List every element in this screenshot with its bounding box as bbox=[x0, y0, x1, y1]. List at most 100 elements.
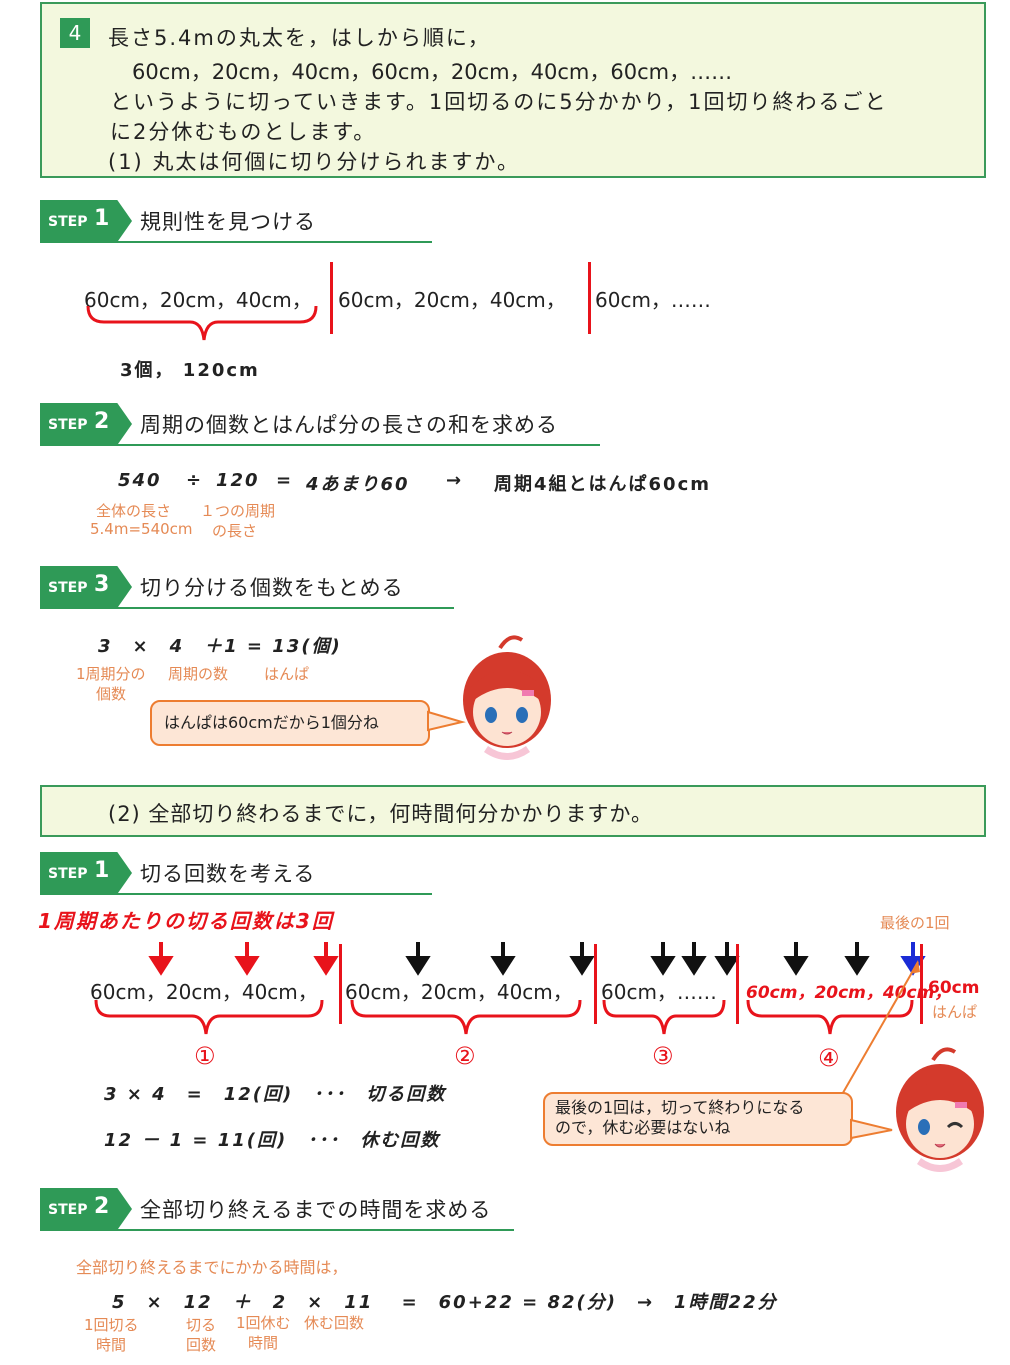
cut-arrow-black bbox=[490, 956, 516, 976]
cut-arrow-red-head bbox=[234, 956, 260, 976]
step-1-header-part2: STEP 1 切る回数を考える bbox=[40, 852, 432, 895]
calc2-operator: ÷ bbox=[186, 470, 204, 491]
cut-arrow-black bbox=[681, 956, 707, 976]
step-number: 1 bbox=[94, 858, 110, 883]
step-number: 2 bbox=[94, 409, 110, 434]
calc2-result: 4あまり60 bbox=[306, 474, 410, 495]
calc2-equals: = bbox=[276, 470, 294, 491]
callout-pointer-line bbox=[839, 961, 919, 1099]
question-2: (2) 全部切り終わるまでに，何時間何分かかりますか。 bbox=[108, 802, 653, 826]
period-divider bbox=[920, 944, 923, 1024]
step-3-header: STEP 3 切り分ける個数をもとめる bbox=[40, 566, 454, 609]
note-rest-time: 1回休む bbox=[236, 1314, 291, 1332]
step-word: STEP bbox=[48, 1202, 88, 1218]
note3-per-period: 1周期分の bbox=[76, 665, 146, 683]
note3-count: 個数 bbox=[96, 685, 127, 703]
sequence2-remainder: 60cm bbox=[928, 978, 980, 998]
step-title: 周期の個数とはんぱ分の長さの和を求める bbox=[140, 413, 558, 437]
calc3: 3 × 4 ＋1 = 13(個) bbox=[98, 636, 342, 657]
step-title: 全部切り終えるまでの時間を求める bbox=[140, 1198, 492, 1222]
brace-1 bbox=[94, 999, 324, 1035]
sequence-group-3: 60cm，…… bbox=[595, 288, 711, 312]
note-period: １つの周期 bbox=[200, 502, 276, 520]
problem-number-badge: 4 bbox=[60, 18, 90, 48]
period-divider bbox=[339, 944, 342, 1024]
total-time-lead: 全部切り終えるまでにかかる時間は， bbox=[76, 1258, 348, 1277]
sequence2-group-4: 60cm，20cm，40cm， bbox=[746, 983, 952, 1003]
remainder-label: はんぱ bbox=[932, 1003, 978, 1021]
note-cut-time: 1回切る bbox=[84, 1316, 139, 1334]
cut-arrow-black bbox=[783, 956, 809, 976]
note-total-length: 全体の長さ bbox=[96, 502, 172, 520]
problem-line-1: 長さ5.4mの丸太を，はしから順に， bbox=[108, 26, 491, 50]
cuts-per-period-heading: 1周期あたりの切る回数は3回 bbox=[38, 909, 334, 933]
cut-arrow-red-head bbox=[148, 956, 174, 976]
sequence-group-1: 60cm，20cm，40cm， bbox=[84, 288, 312, 312]
step-underline bbox=[40, 241, 432, 243]
step-2-header-part2: STEP 2 全部切り終えるまでの時間を求める bbox=[40, 1188, 514, 1231]
period-divider bbox=[594, 944, 597, 1024]
step-1-header: STEP 1 規則性を見つける bbox=[40, 200, 432, 243]
note3-periods: 周期の数 bbox=[168, 665, 229, 683]
sequence2-group-1: 60cm，20cm，40cm， bbox=[90, 980, 318, 1004]
last-cut-label: 最後の1回 bbox=[880, 914, 950, 932]
note-rest-count: 休む回数 bbox=[304, 1314, 365, 1332]
calc2-dividend: 540 bbox=[118, 470, 162, 491]
step-2-header: STEP 2 周期の個数とはんぱ分の長さの和を求める bbox=[40, 403, 600, 446]
speech-bubble-1: はんぱは60cmだから1個分ね bbox=[150, 700, 430, 746]
period-divider bbox=[330, 262, 333, 334]
period-marker-4: ④ bbox=[818, 1044, 840, 1072]
step-word: STEP bbox=[48, 866, 88, 882]
step-word: STEP bbox=[48, 417, 88, 433]
note3-remainder: はんぱ bbox=[264, 665, 310, 683]
brace-4 bbox=[746, 999, 914, 1035]
step-word: STEP bbox=[48, 214, 88, 230]
cut-arrow-black bbox=[405, 956, 431, 976]
cut-arrow-black bbox=[650, 956, 676, 976]
period-marker-1: ① bbox=[194, 1042, 216, 1070]
brace-period bbox=[86, 305, 318, 341]
step-badge: STEP 2 bbox=[40, 1188, 132, 1230]
note-period-length: の長さ bbox=[212, 522, 258, 540]
sequence2-group-2: 60cm，20cm，40cm， bbox=[345, 980, 573, 1004]
callout-pointer-head bbox=[910, 960, 920, 974]
step-underline bbox=[40, 444, 600, 446]
step-badge: STEP 2 bbox=[40, 403, 132, 445]
sequence-group-2: 60cm，20cm，40cm， bbox=[338, 288, 566, 312]
brace-3 bbox=[602, 999, 726, 1035]
problem-line-2: 60cm，20cm，40cm，60cm，20cm，40cm，60cm，…… bbox=[132, 60, 733, 84]
step-badge: STEP 1 bbox=[40, 852, 132, 894]
step-number: 2 bbox=[94, 1194, 110, 1219]
brace-2 bbox=[350, 999, 582, 1035]
step-number: 3 bbox=[94, 572, 110, 597]
period-divider bbox=[588, 262, 591, 334]
total-time-calc: 5 × 12 ＋ 2 × 11 = 60+22 = 82(分) → 1時間22分 bbox=[112, 1292, 778, 1313]
rest-count-calc: 12 － 1 = 11(回) ･･･ 休む回数 bbox=[104, 1130, 441, 1151]
cut-arrow-black bbox=[714, 956, 740, 976]
speech-bubble-2-line1: 最後の1回は，切って終わりになる bbox=[555, 1098, 805, 1117]
question-1: (1) 丸太は何個に切り分けられますか。 bbox=[108, 150, 521, 174]
step-word: STEP bbox=[48, 580, 88, 596]
step-number: 1 bbox=[94, 206, 110, 231]
note-cut-time-2: 時間 bbox=[96, 1336, 127, 1354]
note-cut-count: 切る bbox=[186, 1316, 217, 1334]
speech-bubble-2: 最後の1回は，切って終わりになる ので，休む必要はないね bbox=[543, 1092, 853, 1146]
cut-count-calc: 3 × 4 = 12(回) ･･･ 切る回数 bbox=[104, 1084, 447, 1105]
question-2-box bbox=[40, 785, 986, 837]
step-title: 切り分ける個数をもとめる bbox=[140, 576, 404, 600]
sequence2-group-3: 60cm，…… bbox=[601, 980, 717, 1004]
calc2-divisor: 120 bbox=[216, 470, 260, 491]
cut-arrow-black bbox=[844, 956, 870, 976]
note-rest-time-2: 時間 bbox=[248, 1334, 279, 1352]
note-cut-count-2: 回数 bbox=[186, 1336, 217, 1354]
cut-arrow-black bbox=[569, 956, 595, 976]
problem-line-4: に2分休むものとします。 bbox=[110, 120, 377, 144]
step-underline bbox=[40, 607, 454, 609]
